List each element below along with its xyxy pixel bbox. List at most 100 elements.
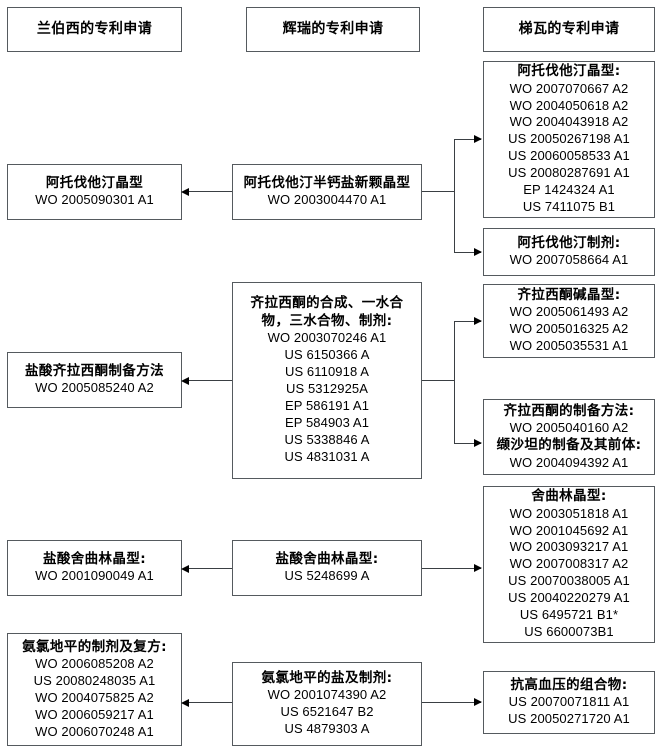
node-line: WO 2006059217 A1 xyxy=(35,706,154,722)
node-ziprasidone-prep-teva: 齐拉西酮的制备方法: WO 2005040160 A2 缬沙坦的制备及其前体: … xyxy=(483,399,655,475)
connector-line xyxy=(454,321,481,322)
node-line: US 6495721 B1* xyxy=(519,607,619,623)
connector-line xyxy=(422,702,481,703)
node-line: WO 2003004470 A1 xyxy=(267,192,387,208)
node-line: 舍曲林晶型: xyxy=(531,488,607,505)
node-ziprasidone-base-teva: 齐拉西酮碱晶型: WO 2005061493 A2 WO 2005016325 … xyxy=(483,284,655,358)
node-line: US 20070071811 A1 xyxy=(508,694,630,710)
node-sertraline-ranbaxy: 盐酸舍曲林晶型: WO 2001090049 A1 xyxy=(7,540,182,596)
node-line: 齐拉西酮的制备方法: xyxy=(503,402,635,419)
node-atorvastatin-pfizer: 阿托伐他汀半钙盐新颗晶型 WO 2003004470 A1 xyxy=(232,164,422,220)
node-line: WO 2004043918 A2 xyxy=(509,114,629,130)
connector-line xyxy=(183,191,232,192)
arrow-head-right xyxy=(474,698,482,706)
node-line: US 6150366 A xyxy=(284,347,370,363)
column-header-label: 兰伯西的专利申请 xyxy=(36,21,153,38)
node-atorvastatin-ranbaxy: 阿托伐他汀晶型 WO 2005090301 A1 xyxy=(7,164,182,220)
arrow-head-right xyxy=(474,317,482,325)
node-atorvastatin-crystal-teva: 阿托伐他汀晶型: WO 2007070667 A2 WO 2004050618 … xyxy=(483,61,655,218)
node-line: US 20060058533 A1 xyxy=(508,148,630,164)
node-line: US 20070038005 A1 xyxy=(508,573,630,589)
node-line: 齐拉西酮的合成、一水合 xyxy=(250,295,404,312)
node-line: WO 2005035531 A1 xyxy=(509,338,629,354)
node-line: WO 2003051818 A1 xyxy=(509,505,629,521)
arrow-head-left xyxy=(181,699,189,707)
node-line: WO 2005040160 A2 xyxy=(509,420,629,436)
node-amlodipine-pfizer: 氨氯地平的盐及制剂: WO 2001074390 A2 US 6521647 B… xyxy=(232,662,422,746)
node-line: 阿托伐他汀制剂: xyxy=(517,234,621,251)
connector-line xyxy=(454,252,481,253)
node-amlodipine-ranbaxy: 氨氯地平的制剂及复方: WO 2006085208 A2 US 20080248… xyxy=(7,633,182,746)
node-line: US 5312925A xyxy=(285,381,369,397)
node-line: WO 2004075825 A2 xyxy=(35,689,154,705)
node-sertraline-pfizer: 盐酸舍曲林晶型: US 5248699 A xyxy=(232,540,422,596)
node-line: US 5248699 A xyxy=(284,568,370,584)
node-line: WO 2004094392 A1 xyxy=(509,454,629,470)
connector-line xyxy=(454,139,481,140)
node-line: US 6110918 A xyxy=(284,364,370,380)
arrow-head-left xyxy=(181,565,189,573)
node-ziprasidone-ranbaxy: 盐酸齐拉西酮制备方法 WO 2005085240 A2 xyxy=(7,352,182,408)
node-ziprasidone-pfizer: 齐拉西酮的合成、一水合 物，三水合物、制剂: WO 2003070246 A1 … xyxy=(232,282,422,479)
node-line: WO 2001074390 A2 xyxy=(267,687,387,703)
node-atorvastatin-formulation-teva: 阿托伐他汀制剂: WO 2007058664 A1 xyxy=(483,228,655,276)
node-line: WO 2007070667 A2 xyxy=(509,80,629,96)
node-line: WO 2006085208 A2 xyxy=(35,656,154,672)
node-line: US 5338846 A xyxy=(284,431,370,447)
node-line: WO 2001045692 A1 xyxy=(509,522,629,538)
node-line: EP 586191 A1 xyxy=(284,398,370,414)
connector-line xyxy=(422,191,454,192)
node-line: EP 1424324 A1 xyxy=(523,182,615,198)
arrow-head-right xyxy=(474,135,482,143)
node-line: 抗高血压的组合物: xyxy=(510,676,628,693)
node-line: US 20040220279 A1 xyxy=(508,590,630,606)
node-line: US 4831031 A xyxy=(284,448,370,464)
connector-line xyxy=(454,443,481,444)
arrow-head-left xyxy=(181,188,189,196)
column-header-ranbaxy: 兰伯西的专利申请 xyxy=(7,7,182,52)
node-line: 缬沙坦的制备及其前体: xyxy=(496,437,642,453)
node-sertraline-teva: 舍曲林晶型: WO 2003051818 A1 WO 2001045692 A1… xyxy=(483,486,655,643)
node-line: WO 2004050618 A2 xyxy=(509,97,629,113)
node-line: WO 2005016325 A2 xyxy=(509,321,629,337)
node-line: 盐酸舍曲林晶型: xyxy=(275,550,379,567)
node-line: WO 2003093217 A1 xyxy=(509,539,629,555)
node-line: 齐拉西酮碱晶型: xyxy=(517,286,621,303)
connector-line xyxy=(422,568,481,569)
node-antihypertensive-teva: 抗高血压的组合物: US 20070071811 A1 US 200502717… xyxy=(483,671,655,734)
node-line: US 20050271720 A1 xyxy=(508,711,630,727)
column-header-pfizer: 辉瑞的专利申请 xyxy=(246,7,420,52)
arrow-head-right xyxy=(474,439,482,447)
node-line: US 7411075 B1 xyxy=(522,198,616,214)
arrow-head-right xyxy=(474,248,482,256)
node-line: 盐酸舍曲林晶型: xyxy=(42,550,147,567)
column-header-teva: 梯瓦的专利申请 xyxy=(483,7,655,52)
node-line: 氨氯地平的盐及制剂: xyxy=(261,669,393,686)
node-line: WO 2005061493 A2 xyxy=(509,304,629,320)
node-line: WO 2005090301 A1 xyxy=(35,192,154,208)
node-line: US 6600073B1 xyxy=(524,623,614,639)
arrow-head-left xyxy=(181,377,189,385)
node-line: US 20080287691 A1 xyxy=(508,165,630,181)
connector-line xyxy=(183,380,232,381)
node-line: WO 2001090049 A1 xyxy=(35,568,154,584)
arrow-head-right xyxy=(474,564,482,572)
connector-line xyxy=(454,139,455,252)
column-header-label: 辉瑞的专利申请 xyxy=(282,21,384,38)
node-line: 阿托伐他汀半钙盐新颗晶型 xyxy=(243,174,411,191)
node-line: EP 584903 A1 xyxy=(284,414,370,430)
connector-line xyxy=(183,702,232,703)
node-line: 阿托伐他汀晶型: xyxy=(517,63,621,80)
node-line: 盐酸齐拉西酮制备方法 xyxy=(25,362,164,379)
node-line: WO 2005085240 A2 xyxy=(35,380,154,396)
node-line: WO 2007058664 A1 xyxy=(509,252,629,268)
node-line: US 6521647 B2 xyxy=(280,704,374,720)
node-line: 物，三水合物、制剂: xyxy=(261,312,393,329)
node-line: US 20050267198 A1 xyxy=(508,131,630,147)
connector-line xyxy=(183,568,232,569)
node-line: 氨氯地平的制剂及复方: xyxy=(22,638,167,655)
node-line: US 20080248035 A1 xyxy=(33,672,156,688)
node-line: WO 2007008317 A2 xyxy=(509,556,629,572)
connector-line xyxy=(422,380,454,381)
